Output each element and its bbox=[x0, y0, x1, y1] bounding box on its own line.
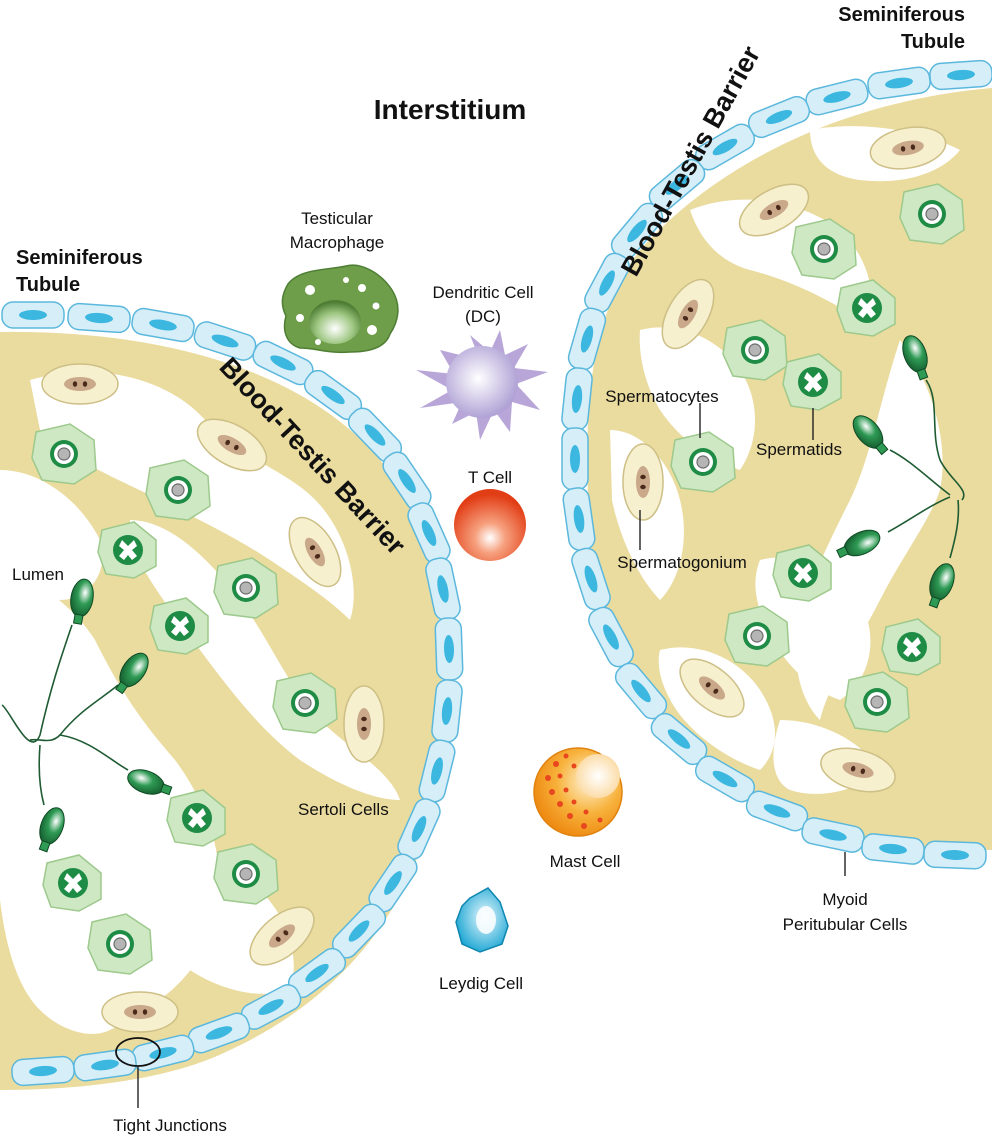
leydig-cell-label: Leydig Cell bbox=[439, 974, 523, 993]
macrophage-label-line1: Testicular bbox=[301, 209, 373, 228]
left-tubule-label-line1: Seminiferous bbox=[16, 247, 143, 269]
right-tubule-label-line1: Seminiferous bbox=[838, 4, 965, 26]
dendritic-cell bbox=[416, 330, 548, 440]
mast-cell bbox=[533, 747, 623, 837]
left-seminiferous-tubule bbox=[0, 301, 464, 1108]
t-cell bbox=[454, 489, 526, 561]
lumen-label: Lumen bbox=[12, 565, 64, 584]
dendritic-cell-label-line1: Dendritic Cell bbox=[432, 283, 533, 302]
right-seminiferous-tubule bbox=[561, 59, 992, 876]
myoid-label-line2: Peritubular Cells bbox=[783, 915, 908, 934]
interstitium-label: Interstitium bbox=[374, 94, 526, 125]
sertoli-cells-label: Sertoli Cells bbox=[298, 800, 389, 819]
spermatocytes-label: Spermatocytes bbox=[605, 387, 718, 406]
tight-junctions-label: Tight Junctions bbox=[113, 1116, 227, 1135]
left-spermatogonium-1 bbox=[41, 363, 119, 405]
right-spermatogonium-4 bbox=[622, 443, 664, 521]
testicular-macrophage bbox=[281, 264, 399, 354]
right-tubule-label-line2: Tubule bbox=[901, 31, 965, 53]
leydig-cell bbox=[455, 887, 509, 953]
dendritic-cell-label-line2: (DC) bbox=[465, 307, 501, 326]
left-sperm-group bbox=[1, 576, 175, 855]
right-sperm-group bbox=[833, 331, 965, 611]
left-spermatogonium-6 bbox=[101, 991, 179, 1033]
mast-cell-label: Mast Cell bbox=[550, 852, 621, 871]
macrophage-label-line2: Macrophage bbox=[290, 233, 385, 252]
spermatogonium-label: Spermatogonium bbox=[617, 553, 746, 572]
spermatids-label: Spermatids bbox=[756, 440, 842, 459]
left-spermatogonium-4 bbox=[343, 685, 385, 763]
left-myoid-layer bbox=[1, 301, 464, 1087]
myoid-label-line1: Myoid bbox=[822, 890, 867, 909]
t-cell-label: T Cell bbox=[468, 468, 512, 487]
left-tubule-label-line2: Tubule bbox=[16, 274, 80, 296]
